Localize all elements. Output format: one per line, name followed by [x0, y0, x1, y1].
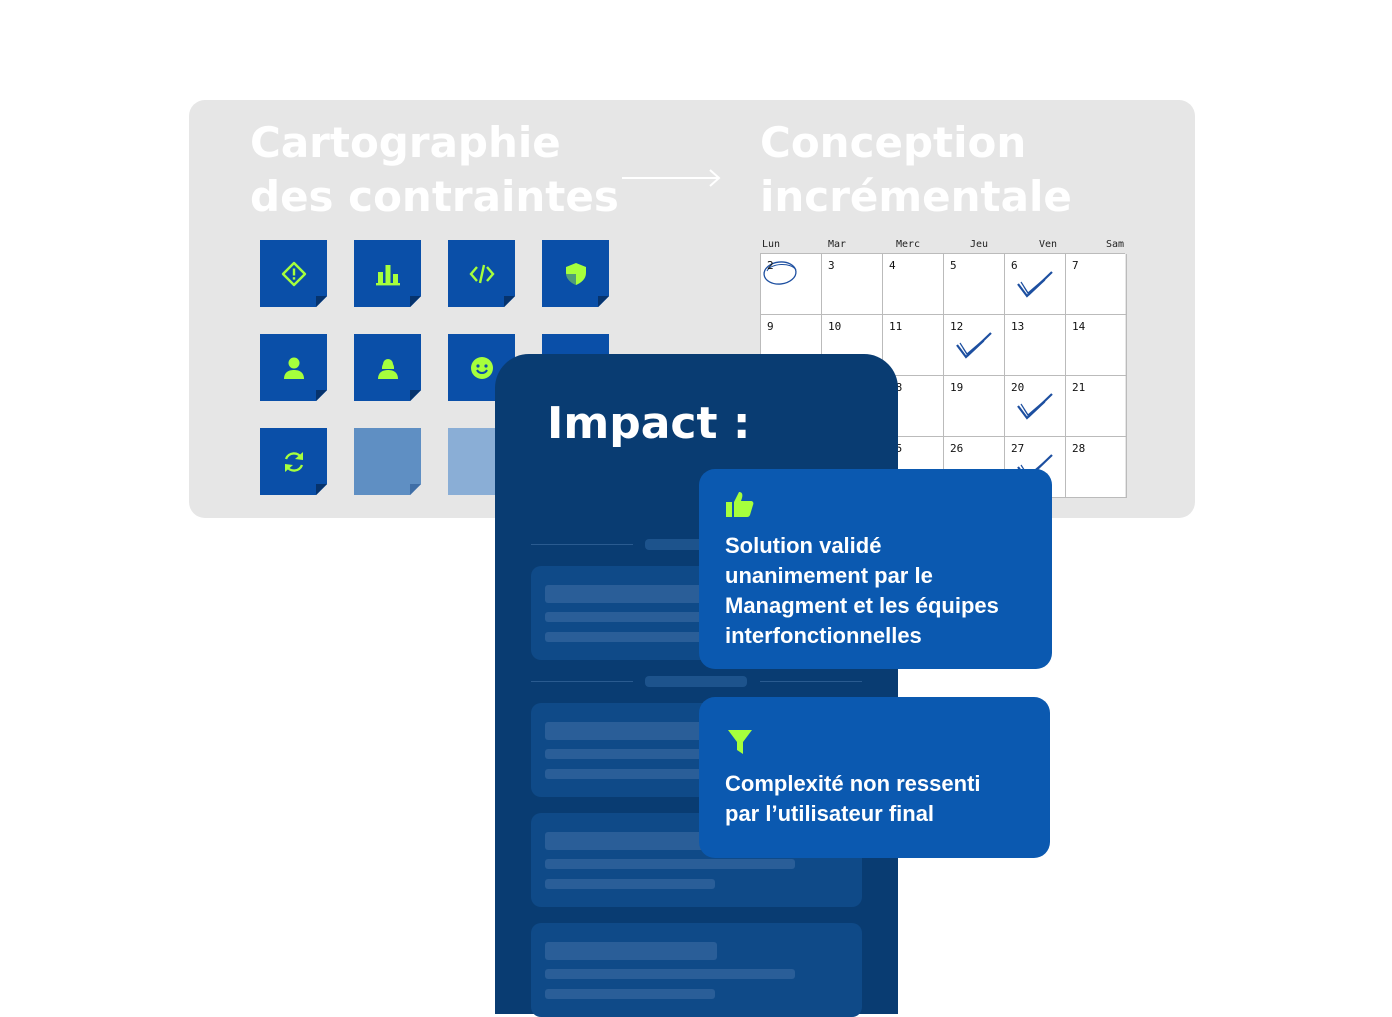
day-number: 5 — [950, 259, 957, 272]
day-number: 28 — [1072, 442, 1086, 455]
placeholder-bar — [545, 859, 795, 869]
calendar-day: 12 — [944, 315, 1005, 376]
placeholder-bar — [545, 585, 717, 603]
calendar-day: 28 — [1066, 437, 1127, 498]
text-line: Complexité non ressenti — [725, 771, 981, 796]
sticky-note — [260, 240, 327, 307]
placeholder-bar — [545, 969, 795, 979]
weekday-label: Jeu — [970, 239, 989, 250]
calendar-day: 4 — [883, 254, 944, 315]
day-number: 19 — [950, 381, 964, 394]
checkmark-icon — [1017, 393, 1053, 420]
text-line: par l’utilisateur final — [725, 801, 935, 826]
sticky-note — [260, 334, 327, 401]
user-icon — [283, 357, 304, 379]
smiley-icon — [470, 356, 493, 379]
placeholder-bar — [545, 632, 715, 642]
bar-chart-icon — [375, 264, 400, 285]
day-number: 2 — [767, 259, 774, 272]
placeholder-pill — [645, 676, 747, 687]
checkmark-icon — [956, 332, 992, 359]
sticky-note — [354, 240, 421, 307]
calendar-weekday-header: Lun Mar Merc Jeu Ven Sam — [760, 239, 1126, 253]
day-number: 6 — [1011, 259, 1018, 272]
impact-card-text: Complexité non ressenti par l’utilisateu… — [725, 769, 981, 829]
sticky-note — [354, 334, 421, 401]
impact-card-text: Solution validé unanimement par le Manag… — [725, 531, 999, 651]
weekday-label: Mar — [828, 239, 847, 250]
day-number: 10 — [828, 320, 842, 333]
constraints-mapping-title: Cartographie des contraintes — [250, 116, 619, 224]
shield-icon — [565, 262, 586, 285]
warning-diamond-icon — [281, 261, 306, 286]
placeholder-bar — [545, 832, 717, 850]
text-line: unanimement par le — [725, 563, 933, 588]
day-number: 20 — [1011, 381, 1025, 394]
title-line: des contraintes — [250, 172, 619, 221]
calendar-day: 5 — [944, 254, 1005, 315]
placeholder-bar — [545, 879, 715, 889]
placeholder-card — [531, 923, 862, 1017]
placeholder-bar — [545, 769, 715, 779]
weekday-label: Merc — [896, 239, 921, 250]
calendar-day: 13 — [1005, 315, 1066, 376]
placeholder-divider — [531, 681, 633, 682]
placeholder-bar — [545, 942, 717, 960]
day-number: 21 — [1072, 381, 1086, 394]
sticky-note — [448, 240, 515, 307]
hand-drawn-circle-icon — [763, 261, 797, 285]
day-number: 3 — [828, 259, 835, 272]
calendar-day: 11 — [883, 315, 944, 376]
arrow-right-icon — [622, 169, 721, 187]
checkmark-icon — [1017, 271, 1053, 298]
calendar-day: 6 — [1005, 254, 1066, 315]
placeholder-bar — [545, 722, 717, 740]
code-icon — [468, 264, 495, 283]
user-female-icon — [377, 358, 398, 379]
day-number: 13 — [1011, 320, 1025, 333]
day-number: 11 — [889, 320, 903, 333]
day-number: 7 — [1072, 259, 1079, 272]
weekday-label: Lun — [762, 239, 781, 250]
calendar-day: 19 — [944, 376, 1005, 437]
day-number: 26 — [950, 442, 964, 455]
sticky-note — [260, 428, 327, 495]
day-number: 9 — [767, 320, 774, 333]
funnel-icon — [728, 730, 752, 754]
calendar-day: 3 — [822, 254, 883, 315]
placeholder-pill — [645, 539, 747, 550]
title-line: Cartographie — [250, 118, 561, 167]
refresh-icon — [284, 451, 303, 472]
calendar-day: 7 — [1066, 254, 1127, 315]
calendar-day: 20 — [1005, 376, 1066, 437]
title-line: Conception — [760, 118, 1027, 167]
placeholder-bar — [545, 989, 715, 999]
placeholder-divider — [531, 544, 633, 545]
sticky-note — [354, 428, 421, 495]
day-number: 4 — [889, 259, 896, 272]
text-line: interfonctionnelles — [725, 623, 922, 648]
day-number: 14 — [1072, 320, 1086, 333]
impact-card-complexity: Complexité non ressenti par l’utilisateu… — [699, 697, 1050, 858]
placeholder-divider — [760, 681, 862, 682]
incremental-design-title: Conception incrémentale — [760, 116, 1072, 224]
title-line: incrémentale — [760, 172, 1072, 221]
calendar-day: 2 — [761, 254, 822, 315]
day-number: 27 — [1011, 442, 1025, 455]
impact-title: Impact : — [547, 398, 751, 449]
sticky-note — [542, 240, 609, 307]
impact-card-validation: Solution validé unanimement par le Manag… — [699, 469, 1052, 669]
placeholder-bar — [545, 749, 795, 759]
calendar-day: 21 — [1066, 376, 1127, 437]
weekday-label: Ven — [1039, 239, 1058, 250]
weekday-label: Sam — [1106, 239, 1125, 250]
placeholder-bar — [545, 612, 795, 622]
thumbs-up-icon — [726, 492, 754, 517]
text-line: Solution validé — [725, 533, 882, 558]
calendar-day: 14 — [1066, 315, 1127, 376]
text-line: Managment et les équipes — [725, 593, 999, 618]
day-number: 12 — [950, 320, 964, 333]
